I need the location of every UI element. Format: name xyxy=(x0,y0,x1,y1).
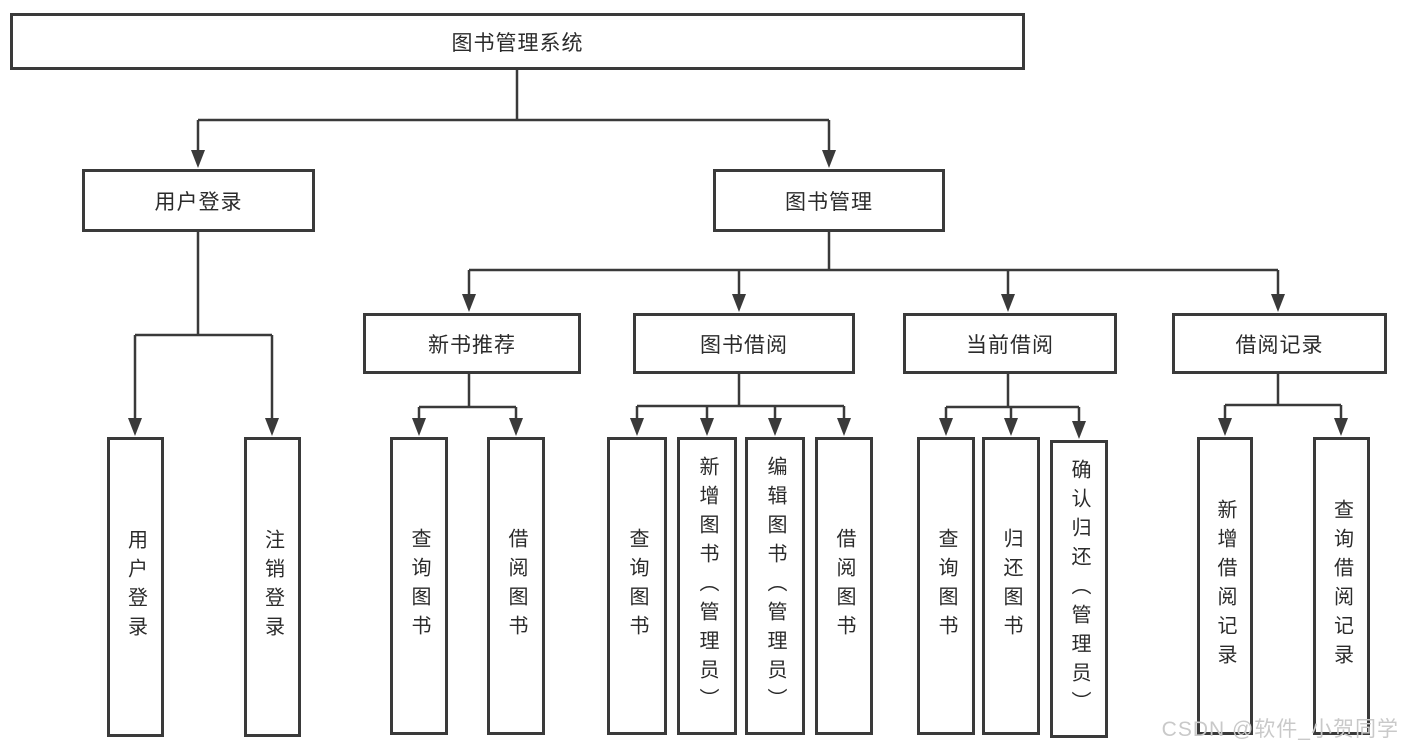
node-root-library-management-system: 图书管理系统 xyxy=(10,13,1025,70)
node-label: 编辑图书（管理员） xyxy=(764,455,786,717)
node-book-management: 图书管理 xyxy=(713,169,945,232)
csdn-watermark: CSDN @软件_小贺同学 xyxy=(1161,718,1399,741)
leaf-query-books-under-recommend: 查询图书 xyxy=(390,437,448,735)
leaf-return-books: 归还图书 xyxy=(982,437,1040,735)
leaf-add-borrowing-record: 新增借阅记录 xyxy=(1197,437,1253,735)
node-label: 注销登录 xyxy=(261,529,284,645)
node-label: 确认归还（管理员） xyxy=(1068,458,1090,720)
leaf-add-books-admin: 新增图书（管理员） xyxy=(677,437,737,735)
node-book-borrowing: 图书借阅 xyxy=(633,313,855,374)
leaf-query-books-under-current: 查询图书 xyxy=(917,437,975,735)
node-label: 查询图书 xyxy=(626,528,648,644)
node-label: 新增图书（管理员） xyxy=(696,455,718,717)
node-borrowing-records: 借阅记录 xyxy=(1172,313,1387,374)
node-label: 归还图书 xyxy=(1000,528,1022,644)
node-label: 借阅图书 xyxy=(833,528,855,644)
node-label: 用户登录 xyxy=(124,529,147,645)
leaf-query-borrowing-record: 查询借阅记录 xyxy=(1313,437,1370,735)
node-label: 新增借阅记录 xyxy=(1214,499,1236,673)
node-new-book-recommend: 新书推荐 xyxy=(363,313,581,374)
node-label: 图书管理 xyxy=(785,190,873,214)
leaf-edit-books-admin: 编辑图书（管理员） xyxy=(745,437,805,735)
leaf-confirm-return-admin: 确认归还（管理员） xyxy=(1050,440,1108,738)
node-label: 借阅记录 xyxy=(1235,333,1324,357)
leaf-user-login: 用户登录 xyxy=(107,437,164,737)
leaf-borrow-books-under-recommend: 借阅图书 xyxy=(487,437,545,735)
leaf-borrow-books-under-borrowing: 借阅图书 xyxy=(815,437,873,735)
leaf-logout: 注销登录 xyxy=(244,437,301,737)
node-label: 图书借阅 xyxy=(700,333,788,357)
node-label: 新书推荐 xyxy=(428,333,516,357)
node-label: 图书管理系统 xyxy=(451,31,584,55)
node-label: 查询图书 xyxy=(408,528,430,644)
node-label: 用户登录 xyxy=(154,190,243,214)
node-label: 借阅图书 xyxy=(505,528,527,644)
node-current-borrowing: 当前借阅 xyxy=(903,313,1117,374)
node-user-login: 用户登录 xyxy=(82,169,315,232)
node-label: 查询图书 xyxy=(935,528,957,644)
node-label: 查询借阅记录 xyxy=(1330,499,1353,673)
leaf-query-books-under-borrowing: 查询图书 xyxy=(607,437,667,735)
node-label: 当前借阅 xyxy=(966,333,1054,357)
